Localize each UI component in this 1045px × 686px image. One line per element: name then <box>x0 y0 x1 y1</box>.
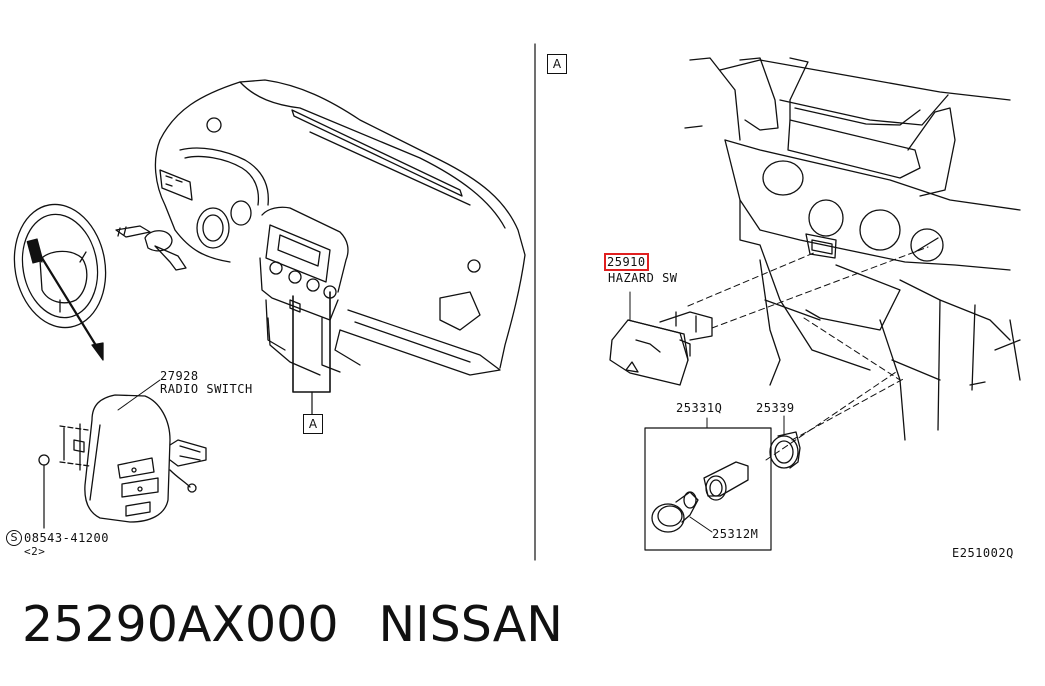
combination-switch-drawing <box>115 225 187 271</box>
center-console-drawing <box>684 57 1021 441</box>
plug-part-number: 25312M <box>712 527 759 541</box>
screw-quantity: <2> <box>24 545 46 558</box>
lighter-part-number: 25331Q <box>676 401 723 415</box>
assembly-leader-lines <box>687 246 929 461</box>
part-number-highlight: 25910 <box>604 253 649 271</box>
view-a-label-right: A <box>547 54 567 74</box>
view-a-label-left: A <box>303 414 323 434</box>
leader-arrow <box>40 256 102 354</box>
hazard-switch-name: HAZARD SW <box>608 271 678 285</box>
caption-brand: NISSAN <box>378 596 563 653</box>
dashboard-drawing <box>154 79 526 376</box>
ring-drawing <box>769 415 801 469</box>
hazard-switch-part-number: 25910 <box>604 253 649 271</box>
screw-symbol: S <box>6 530 22 546</box>
hazard-switch-drawing <box>609 291 713 386</box>
view-a-bracket-left <box>292 291 331 393</box>
screw-part-number: 08543-41200 <box>24 531 109 545</box>
cigarette-lighter-drawing <box>651 461 749 533</box>
steering-wheel-drawing <box>13 203 107 329</box>
radio-switch-part-number: 27928 <box>160 369 199 383</box>
diagram-code: E251002Q <box>952 546 1014 560</box>
radio-switch-name: RADIO SWITCH <box>160 382 253 396</box>
radio-switch-drawing <box>38 379 207 529</box>
part-caption: 25290AX000 NISSAN <box>22 596 563 653</box>
caption-part-number: 25290AX000 <box>22 596 339 653</box>
ring-part-number: 25339 <box>756 401 795 415</box>
lighter-kit-box <box>644 427 772 551</box>
